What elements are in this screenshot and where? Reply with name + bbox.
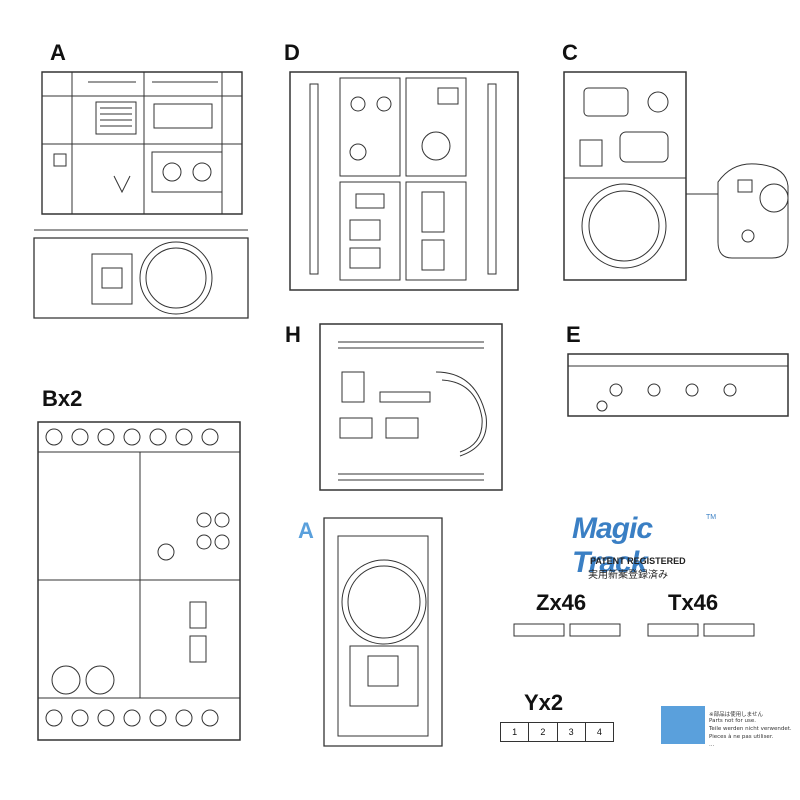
track-z-label: Zx46 (536, 590, 587, 615)
sprue-e-diagram (566, 352, 792, 418)
note-en: Parts not for use. (709, 718, 757, 724)
track-y-sprue: 1 2 3 4 (500, 722, 614, 742)
sprue-label-a: A (50, 40, 66, 65)
logo-text: Magic Track (572, 512, 653, 579)
y-part-3: 3 (558, 723, 586, 741)
sprue-label-d: D (284, 40, 300, 65)
note-de: Teile werden nicht verwendet. (709, 726, 792, 732)
note-more: ... (709, 742, 715, 748)
sprue-a-diagram (32, 68, 262, 338)
sprue-label-c: C (562, 40, 578, 65)
y-part-2: 2 (529, 723, 558, 741)
sprue-label-b: Bx2 (42, 386, 83, 411)
note-fr: Pieces à ne pas utiliser. (709, 734, 774, 740)
track-t-label: Tx46 (668, 590, 719, 615)
sprue-b-diagram (36, 420, 242, 742)
y-part-4: 4 (596, 727, 602, 737)
sprue-label-a2: A (298, 518, 314, 543)
sprue-label-e: E (566, 322, 581, 347)
note-jp: ※部品は使用しません (709, 712, 763, 718)
sprue-c-diagram (562, 70, 792, 282)
patent-text: PATENT REGISTERED (590, 556, 686, 566)
sprue-label-h: H (285, 322, 301, 347)
track-z-links (512, 620, 632, 640)
sprue-h-diagram (318, 322, 504, 492)
hull-a-diagram (322, 516, 444, 748)
sprue-d-diagram (288, 70, 520, 292)
unused-parts-swatch (661, 706, 705, 744)
track-y-label: Yx2 (524, 690, 564, 715)
logo-trademark: TM (706, 514, 717, 521)
patent-text-jp: 実用新案登録済み (588, 570, 668, 581)
magic-track-logo: Magic Track TM (572, 512, 722, 579)
y-part-1: 1 (501, 723, 530, 741)
track-t-links (646, 620, 766, 640)
